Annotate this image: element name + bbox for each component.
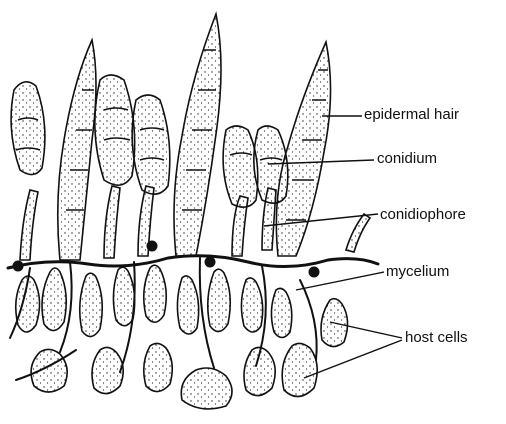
conidium xyxy=(223,126,258,207)
host-cell xyxy=(177,276,198,334)
conidiophore xyxy=(95,75,135,258)
host-cell xyxy=(208,269,231,331)
host-cell xyxy=(282,343,317,396)
conidium xyxy=(254,126,288,203)
conidiophore xyxy=(223,126,258,256)
pointer-host-cells-2 xyxy=(304,340,402,378)
conidiophore xyxy=(132,95,170,256)
epidermal-hair xyxy=(174,14,221,256)
label-conidiophore: conidiophore xyxy=(380,207,466,222)
host-cell xyxy=(241,278,262,332)
conidium xyxy=(95,75,135,185)
conidiophore xyxy=(11,82,45,260)
host-cell xyxy=(31,349,67,392)
host-cell xyxy=(113,267,134,326)
label-conidium: conidium xyxy=(377,151,437,166)
conidium xyxy=(132,95,170,194)
label-host-cells: host cells xyxy=(405,330,468,345)
host-cell xyxy=(80,273,103,336)
label-mycelium: mycelium xyxy=(386,264,449,279)
conidium xyxy=(11,82,45,175)
pointer-mycelium xyxy=(296,272,384,290)
host-cell xyxy=(181,368,232,409)
label-epidermal-hair: epidermal hair xyxy=(364,107,459,122)
host-cell xyxy=(42,268,66,331)
epidermal-hair xyxy=(58,40,96,260)
conidiophore xyxy=(346,214,370,252)
host-cell xyxy=(144,343,173,391)
host-cell xyxy=(92,347,123,393)
host-cell xyxy=(144,265,167,322)
host-cell xyxy=(271,288,291,337)
